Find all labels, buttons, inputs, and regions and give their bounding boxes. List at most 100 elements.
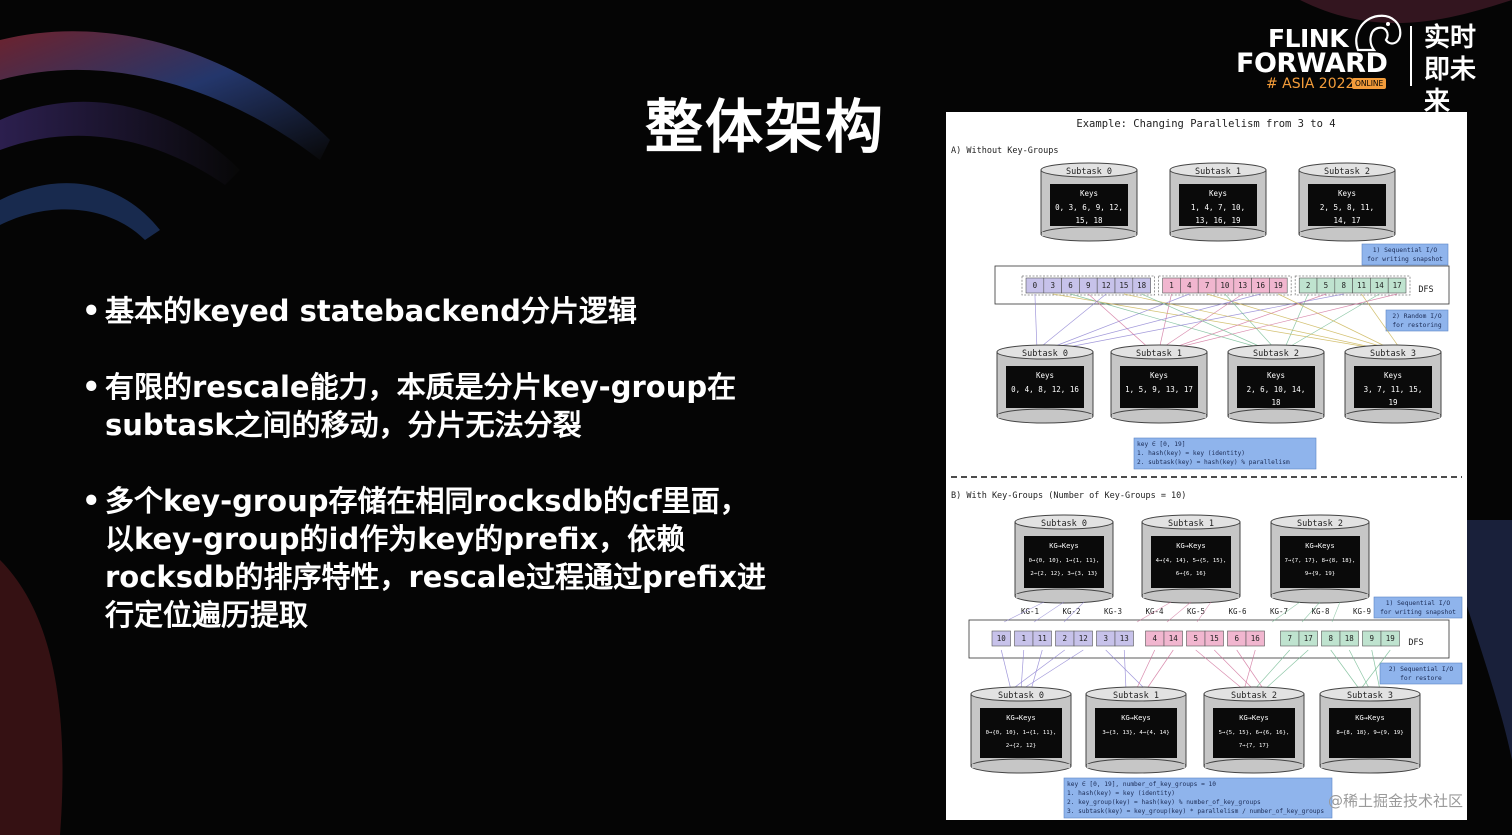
key-box-line: 0, 3, 6, 9, 12, [1055,203,1123,212]
subtask-label: Subtask 0 [1022,349,1068,359]
cylinder-top [1227,344,1325,360]
cylinder-seam [1346,414,1440,418]
snapshot-line [1063,601,1085,623]
key-box-line: 15, 18 [1075,216,1103,225]
dfs-cell-text: 9 [1086,281,1091,290]
cylinder-seam [1321,764,1419,768]
subtask-label: Subtask 0 [1066,167,1112,177]
restore-line [1236,649,1265,691]
subtask-label: Subtask 0 [998,691,1044,701]
restore-line [1283,293,1309,351]
restore-line [1361,293,1402,351]
restore-line [1206,293,1394,351]
bullet-dot: • [82,370,101,404]
dfs-cell-text: 6 [1234,634,1239,643]
bullet-text: 多个key-group存储在相同rocksdb的cf里面， [105,484,749,518]
cylinder-top [1141,514,1241,530]
subtask-label: Subtask 1 [1195,167,1241,177]
subtask-label: Subtask 0 [1041,519,1087,529]
key-box-head: Keys [1080,189,1098,198]
dfs-cell-text: 7 [1205,281,1210,290]
key-box [1151,536,1231,588]
key-box-head: KG→Keys [1006,714,1036,722]
cylinder-seam [1205,764,1303,768]
restore-line [1359,649,1391,691]
restore-line [1030,649,1043,691]
dfs-cell-text: 17 [1393,281,1402,290]
restore-line [1243,649,1256,691]
restore-line [1135,649,1156,691]
restore-line [1263,649,1309,691]
cylinder-seam [1272,594,1368,598]
slide-title: 整体架构 [644,93,885,161]
io-note-text: for writing snapshot [1380,609,1456,616]
cylinder-top [1040,162,1138,178]
restore-line [1224,293,1277,351]
dfs-cell [1032,630,1052,647]
logo-divider [1410,26,1412,86]
cylinder-seam [1171,232,1265,236]
key-group-label: KG-3 [1104,607,1122,616]
formula-text: 1. hash(key) = key (identity) [1137,450,1245,457]
key-box-line: 2, 5, 8, 11, [1320,203,1374,212]
key-box-line: 6→{6, 16} [1176,571,1206,577]
restore-line [1145,649,1174,691]
io-note-box [1373,596,1463,619]
formula-text: key ∈ [0, 19], number_of_key_groups = 10 [1067,781,1216,788]
dfs-cell-text: 19 [1386,634,1395,643]
subtask-label: Subtask 1 [1168,519,1214,529]
bullet-text: 以key-group的id作为key的prefix，依赖 [105,522,686,556]
snapshot-line [1003,601,1045,623]
dfs-cell [1204,630,1224,647]
restore-line [1123,293,1386,351]
dfs-cell-text: 5 [1193,634,1198,643]
cylinder-seam [1112,414,1206,418]
snapshot-line [1271,601,1301,623]
key-box-head: KG→Keys [1121,714,1151,722]
formula-text: 3. subtask(key) = key_group(key) * paral… [1067,808,1324,815]
dfs-cell-text: 11 [1357,281,1366,290]
dfs-label: DFS [1418,285,1433,295]
key-box-head: KG→Keys [1305,542,1335,550]
bullet-item: •基本的keyed statebackend分片逻辑 [80,292,800,330]
restore-line [1044,293,1190,351]
key-group-label: KG-2 [1062,607,1080,616]
key-box-head: Keys [1338,189,1356,198]
key-box-line: 8→{8, 18}, 9→{9, 19} [1336,730,1403,736]
dfs-cell-text: 12 [1102,281,1111,290]
bullet-list: •基本的keyed statebackend分片逻辑 •有限的rescale能力，… [80,292,800,672]
online-badge: ONLINE [1352,78,1387,89]
part-a-label: A) Without Key-Groups [951,146,1058,156]
dfs-cell [1269,277,1288,294]
snapshot-line [1033,601,1065,623]
architecture-diagram: Example: Changing Parallelism from 3 to … [951,118,1463,819]
key-box-line: 0→{0, 10}, 1→{1, 11}, [1029,558,1100,564]
subtask-label: Subtask 1 [1113,691,1159,701]
io-note-text: for restoring [1392,322,1441,329]
snapshot-line [1136,601,1172,623]
dfs-cell-text: 0 [1033,281,1038,290]
subtask-label: Subtask 3 [1347,691,1393,701]
dfs-cell-text: 9 [1369,634,1374,643]
dfs-cell-text: 14 [1169,634,1179,643]
key-box-line: 14, 17 [1333,216,1360,225]
key-box-head: KG→Keys [1049,542,1079,550]
subtask-label: Subtask 3 [1370,349,1416,359]
dfs-cell-text: 11 [1038,634,1047,643]
key-box-line: 3, 7, 11, 15, [1364,385,1423,394]
subtask-label: Subtask 2 [1324,167,1370,177]
dfs-cell-text: 5 [1324,281,1329,290]
flink-forward-logo: FLINK FORWARD # ASIA 2022 ONLINE 实时即未来 [1232,14,1502,117]
dfs-cell-text: 3 [1050,281,1055,290]
dfs-cell [1380,630,1400,647]
bullet-text: rocksdb的排序特性，rescale过程通过prefix进 [105,560,767,594]
key-box-head: Keys [1150,371,1168,380]
dfs-cell-text: 6 [1068,281,1073,290]
formula-box [1063,777,1333,819]
restore-line [1123,649,1127,691]
cylinder-top [1344,344,1442,360]
dfs-cell-text: 13 [1120,634,1129,643]
cylinder-seam [1143,594,1239,598]
key-box [1120,366,1198,408]
